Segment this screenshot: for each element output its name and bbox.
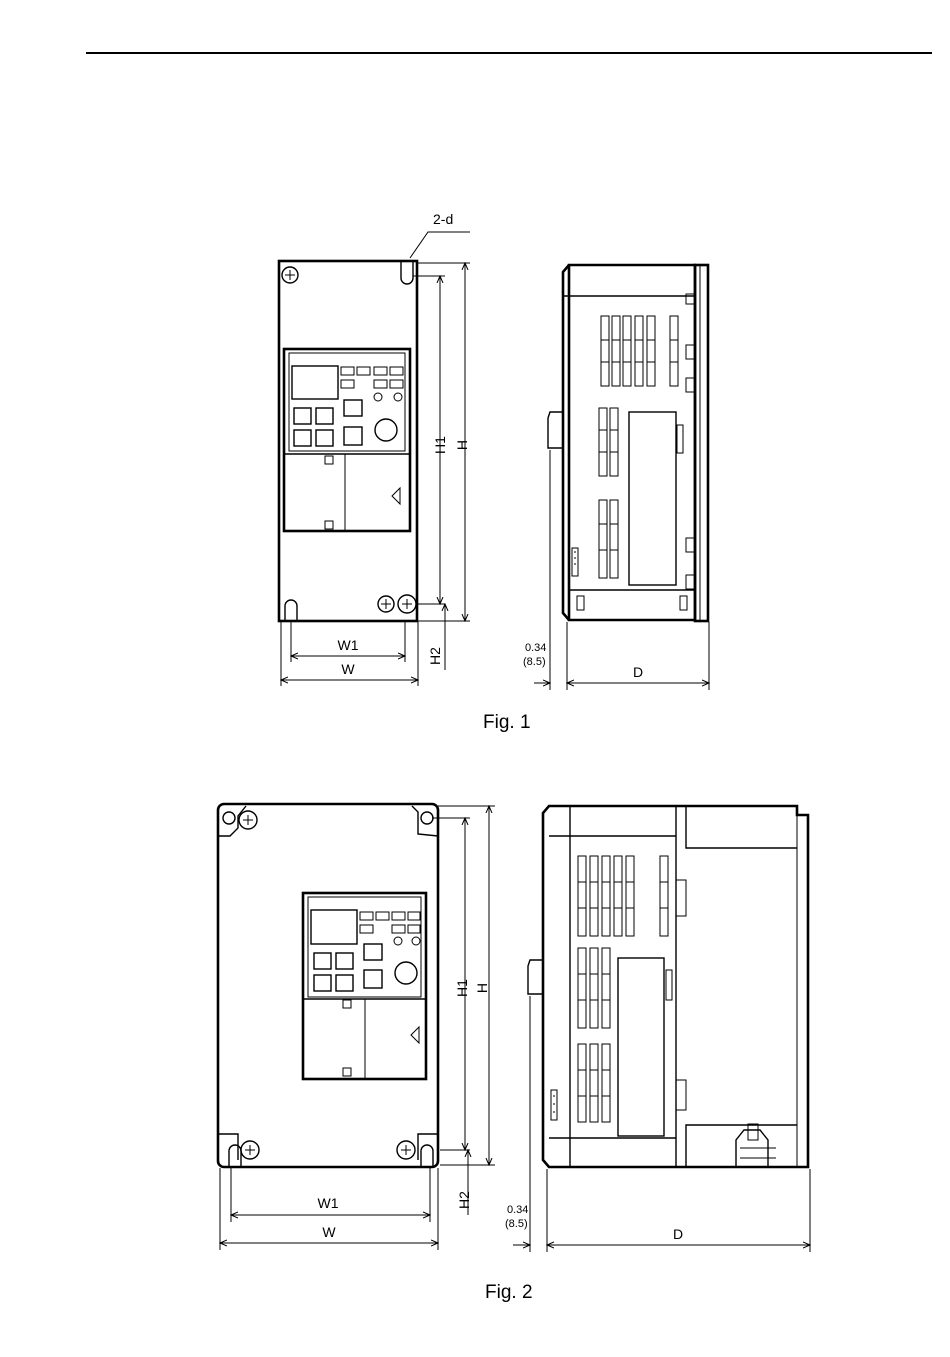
offset-inch-label: 0.34: [507, 1204, 528, 1216]
fig1-front-dimensions: 2-d H1 H H2 W1: [281, 211, 470, 686]
fig1-side-view: [548, 265, 708, 621]
fig2-front-dimensions: H1 H H2 W1 W: [220, 806, 495, 1250]
offset-inch-label: 0.34: [525, 642, 546, 654]
fig1-caption: Fig. 1: [483, 712, 531, 733]
fig2-side-dimensions: 0.34 (8.5) D: [505, 996, 810, 1252]
mounting-hole-icon: [421, 812, 433, 824]
screw-icon: [378, 596, 394, 612]
fig2-caption: Fig. 2: [485, 1282, 533, 1303]
holes-label: 2-d: [433, 211, 453, 227]
fig2-front-view: [218, 804, 438, 1167]
screw-icon: [398, 595, 416, 613]
offset-mm-label: (8.5): [505, 1218, 528, 1230]
w1-label: W1: [318, 1195, 339, 1211]
h1-label: H1: [454, 979, 470, 997]
fig2-side-view: [528, 806, 808, 1167]
h1-label: H1: [432, 436, 448, 454]
mounting-hole-icon: [223, 812, 235, 824]
w1-label: W1: [338, 637, 359, 653]
w-label: W: [322, 1224, 336, 1240]
h2-label: H2: [456, 1191, 472, 1209]
screw-icon: [241, 1141, 259, 1159]
fig1-side-dimensions: 0.34 (8.5) D: [523, 450, 709, 690]
h2-label: H2: [427, 647, 443, 665]
fig1-front-view: [279, 261, 417, 621]
h-label: H: [474, 983, 490, 993]
fig1: 2-d H1 H H2 W1: [279, 211, 709, 733]
d-label: D: [673, 1226, 683, 1242]
d-label: D: [633, 664, 643, 680]
w-label: W: [341, 661, 355, 677]
screw-icon: [282, 267, 298, 283]
offset-mm-label: (8.5): [523, 656, 546, 668]
screw-icon: [239, 811, 257, 829]
screw-icon: [397, 1141, 415, 1159]
h-label: H: [454, 440, 470, 450]
fig2: H1 H H2 W1 W: [218, 804, 810, 1303]
